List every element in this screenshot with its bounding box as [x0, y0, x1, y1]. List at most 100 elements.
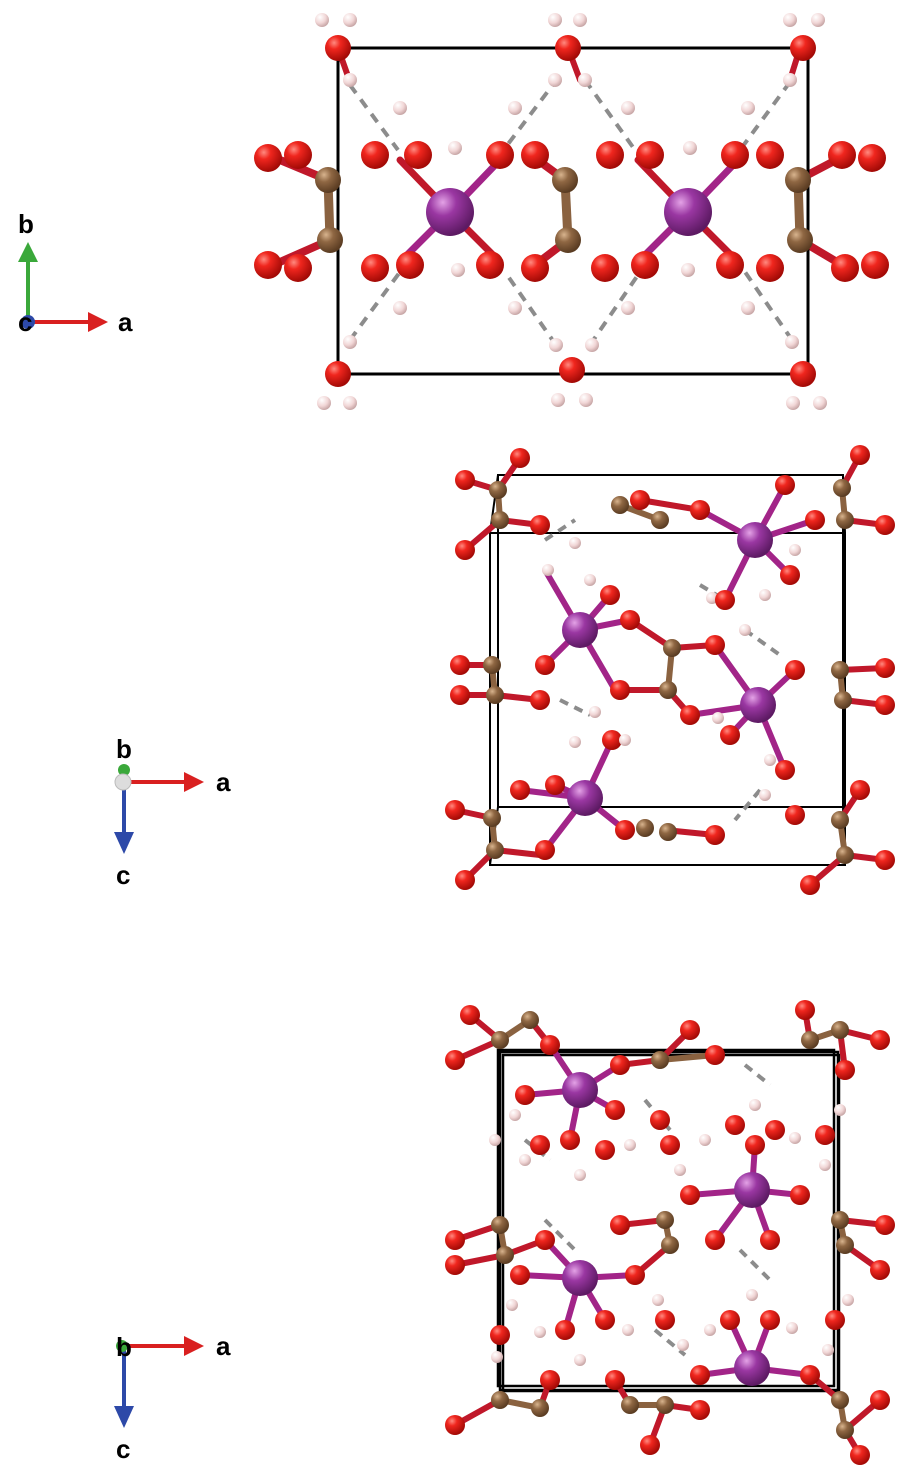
axis-triad-1: b c a	[18, 209, 133, 337]
oxygen-atom	[555, 35, 581, 61]
hydrogen-atom	[706, 592, 718, 604]
carbon-atom	[801, 1031, 819, 1049]
panel-1-structure	[254, 13, 889, 410]
oxygen-atom	[361, 141, 389, 169]
hydrogen-atom	[759, 789, 771, 801]
carbon-atom	[831, 661, 849, 679]
oxygen-atom	[760, 1230, 780, 1250]
axis-label-a: a	[118, 307, 133, 337]
hydrogen-atom	[786, 396, 800, 410]
oxygen-atom	[476, 251, 504, 279]
oxygen-atom	[690, 1400, 710, 1420]
carbon-atom	[834, 691, 852, 709]
hydrogen-atom	[343, 13, 357, 27]
oxygen-atom	[460, 1005, 480, 1025]
oxygen-atom	[870, 1390, 890, 1410]
metal-atom	[664, 188, 712, 236]
oxygen-atom	[591, 254, 619, 282]
hydrogen-atom	[834, 1104, 846, 1116]
carbon-atom	[831, 1211, 849, 1229]
hydrogen-atom	[789, 544, 801, 556]
oxygen-atom	[756, 141, 784, 169]
carbon-atom	[491, 1031, 509, 1049]
axis-label-a: a	[216, 767, 231, 797]
hydrogen-atom	[621, 101, 635, 115]
hydrogen-atom	[519, 1154, 531, 1166]
hydrogen-atom	[822, 1344, 834, 1356]
oxygen-atom	[715, 590, 735, 610]
oxygen-atom	[404, 141, 432, 169]
oxygen-atom	[850, 445, 870, 465]
hydrogen-atom	[813, 396, 827, 410]
hydrogen-atom	[548, 13, 562, 27]
oxygen-atom	[705, 1230, 725, 1250]
oxygen-atom	[875, 695, 895, 715]
carbon-atom	[651, 511, 669, 529]
oxygen-atom	[875, 658, 895, 678]
hydrogen-atom	[393, 301, 407, 315]
carbon-atom	[552, 167, 578, 193]
carbon-atom	[491, 511, 509, 529]
carbon-atom	[555, 227, 581, 253]
oxygen-atom	[828, 141, 856, 169]
oxygen-atom	[530, 1135, 550, 1155]
hydrogen-atom	[621, 301, 635, 315]
oxygen-atom	[559, 357, 585, 383]
hydrogen-atom	[491, 1351, 503, 1363]
oxygen-atom	[540, 1370, 560, 1390]
hydrogen-atom	[451, 263, 465, 277]
unit-cell-outline	[336, 46, 810, 376]
hydrogen-atom	[579, 393, 593, 407]
oxygen-atom	[595, 1140, 615, 1160]
oxygen-atom	[790, 35, 816, 61]
oxygen-atom	[510, 780, 530, 800]
oxygen-atom	[521, 254, 549, 282]
hydrogen-atom	[542, 564, 554, 576]
oxygen-atom	[650, 1110, 670, 1130]
carbon-atom	[659, 823, 677, 841]
oxygen-atom	[765, 1120, 785, 1140]
hydrogen-atom	[783, 73, 797, 87]
oxygen-atom	[445, 1230, 465, 1250]
oxygen-atom	[795, 1000, 815, 1020]
carbon-atom	[483, 809, 501, 827]
oxygen-atom	[756, 254, 784, 282]
oxygen-atom	[805, 510, 825, 530]
oxygen-atom	[610, 680, 630, 700]
hydrogen-atom	[683, 141, 697, 155]
oxygen-atom	[850, 780, 870, 800]
hydrogen-atom	[789, 1132, 801, 1144]
oxygen-atom	[775, 475, 795, 495]
oxygen-atom	[835, 1060, 855, 1080]
panel-3-structure	[445, 1000, 895, 1465]
oxygen-atom	[680, 1185, 700, 1205]
oxygen-atom	[555, 1320, 575, 1340]
carbon-atom	[656, 1396, 674, 1414]
oxygen-atom	[605, 1370, 625, 1390]
hydrogen-atom	[622, 1324, 634, 1336]
carbon-atom	[663, 639, 681, 657]
oxygen-atom	[631, 251, 659, 279]
oxygen-atom	[620, 610, 640, 630]
oxygen-atom	[610, 1215, 630, 1235]
oxygen-atom	[600, 585, 620, 605]
hydrogen-atom	[393, 101, 407, 115]
oxygen-atom	[254, 251, 282, 279]
hydrogen-atom	[489, 1134, 501, 1146]
oxygen-atom	[680, 1020, 700, 1040]
hydrogen-atom	[811, 13, 825, 27]
hydrogen-atom	[785, 335, 799, 349]
hydrogen-atom	[741, 301, 755, 315]
atom-layer	[445, 1000, 895, 1465]
oxygen-atom	[785, 660, 805, 680]
oxygen-atom	[455, 870, 475, 890]
carbon-atom	[491, 1216, 509, 1234]
carbon-atom	[486, 686, 504, 704]
oxygen-atom	[705, 635, 725, 655]
carbon-atom	[317, 227, 343, 253]
oxygen-atom	[716, 251, 744, 279]
hydrogen-atom	[652, 1294, 664, 1306]
oxygen-atom	[530, 515, 550, 535]
oxygen-atom	[490, 1325, 510, 1345]
